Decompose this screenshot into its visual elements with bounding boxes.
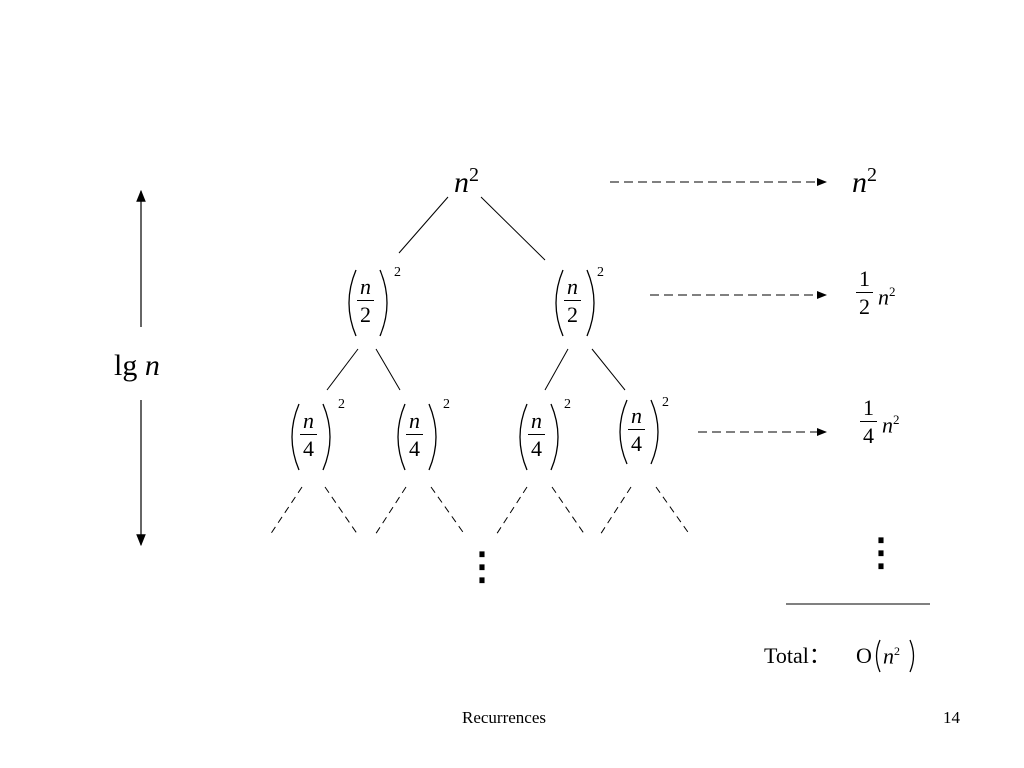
height-label-variable: n [144, 349, 160, 382]
tree-continuation: ⋮ [463, 546, 501, 588]
total-base: n [883, 643, 894, 669]
level1-coef-den: 2 [859, 294, 870, 319]
node-denominator: 4 [409, 436, 420, 461]
level0-sum-base: n [852, 166, 867, 199]
edge-l1a-right [375, 348, 401, 391]
level1-sum-base: n [878, 284, 889, 310]
edge-root-right [480, 196, 546, 261]
tree-root: n2 [454, 165, 479, 198]
edge-l1b-left [544, 348, 569, 391]
level1-sum-term: n2 [878, 285, 896, 308]
node-denominator: 4 [303, 436, 314, 461]
level0-sum: n2 [852, 165, 877, 198]
tree-node-l1-left: n 2 [357, 276, 374, 326]
level2-parens [291, 399, 659, 471]
node-denominator: 4 [531, 436, 542, 461]
node-numerator: n [528, 410, 545, 435]
total-func: O [856, 643, 872, 668]
page-number: 14 [943, 708, 960, 727]
node-numerator: n [357, 276, 374, 301]
node-exp: 2 [564, 397, 571, 412]
height-label: lg n [114, 351, 160, 381]
level1-sum-exp: 2 [889, 284, 896, 299]
level2-coef-num: 1 [860, 397, 877, 422]
node-exp: 2 [662, 395, 669, 410]
node-exp: 2 [443, 397, 450, 412]
edge-root-left [398, 196, 449, 254]
root-exp: 2 [469, 164, 479, 186]
level2-sum-exp: 2 [893, 412, 900, 427]
node-numerator: n [300, 410, 317, 435]
node-exp: 2 [338, 397, 345, 412]
node-exp: 2 [597, 265, 604, 280]
footer-title: Recurrences [462, 708, 547, 727]
node-numerator: n [406, 410, 423, 435]
total-term: n2 [883, 645, 900, 667]
level2-sum-term: n2 [882, 413, 900, 436]
edge-l1b-right [591, 348, 626, 391]
node-denominator: 2 [360, 302, 371, 327]
level2-sum-base: n [882, 412, 893, 438]
total-parens [875, 639, 915, 673]
edge-l1a-left [326, 348, 359, 391]
total-exp: 2 [894, 644, 900, 658]
dashed-edges [269, 486, 691, 536]
root-base: n [454, 166, 469, 199]
level1-parens [348, 269, 595, 337]
level2-coef-den: 4 [863, 423, 874, 448]
node-denominator: 4 [631, 431, 642, 456]
tree-node-l2-3: n 4 [528, 410, 545, 460]
level2-sum-coef: 1 4 [860, 397, 877, 447]
sum-continuation: ⋮ [862, 532, 900, 574]
tree-node-l2-2: n 4 [406, 410, 423, 460]
tree-node-l1-right: n 2 [564, 276, 581, 326]
height-label-prefix: lg [114, 349, 138, 382]
level0-sum-exp: 2 [867, 164, 877, 186]
node-denominator: 2 [567, 302, 578, 327]
node-numerator: n [564, 276, 581, 301]
node-exp: 2 [394, 265, 401, 280]
level1-coef-num: 1 [856, 268, 873, 293]
level1-sum-coef: 1 2 [856, 268, 873, 318]
total-label: Total： [764, 643, 831, 668]
tree-node-l2-4: n 4 [628, 405, 645, 455]
node-numerator: n [628, 405, 645, 430]
tree-node-l2-1: n 4 [300, 410, 317, 460]
